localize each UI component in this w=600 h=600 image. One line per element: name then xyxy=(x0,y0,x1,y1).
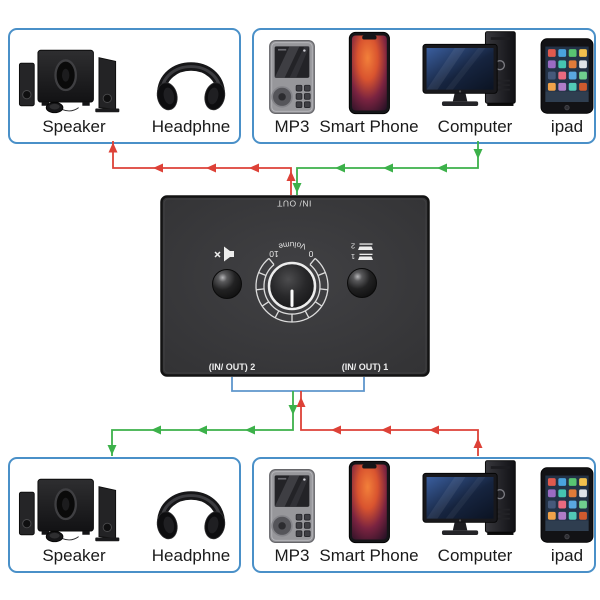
mp3-player-icon xyxy=(267,468,317,544)
in-out-rear-label: IN/ OUT xyxy=(277,199,312,209)
speaker-item: Speaker xyxy=(11,41,137,137)
arrowhead xyxy=(437,163,447,173)
smart-phone-icon xyxy=(347,460,391,544)
volume-label: Volume xyxy=(277,240,307,251)
speaker-label: Speaker xyxy=(42,117,106,137)
computer-icon xyxy=(418,29,532,115)
audio-source-box-top: MP3 Smart Phone Computer ipad xyxy=(252,28,596,144)
headphone-item: Headphne xyxy=(149,476,233,566)
arrowhead xyxy=(296,397,306,407)
arrowhead xyxy=(335,163,345,173)
port-2-label: (IN/ OUT) 2 xyxy=(209,362,256,372)
headphones-icon xyxy=(149,476,233,544)
speaker-system-icon xyxy=(11,41,137,115)
channel-selector-button: 1 2 xyxy=(347,242,377,298)
mp3-label: MP3 xyxy=(274,117,310,137)
ipad-label: ipad xyxy=(550,117,584,137)
headphone-label: Headphne xyxy=(151,546,231,566)
audio-switcher-device: IN/ OUT xyxy=(160,195,430,377)
arrowhead xyxy=(206,163,216,173)
arrowhead xyxy=(331,425,341,435)
audio-output-box-top: Speaker Headphne xyxy=(8,28,241,144)
arrowhead xyxy=(151,425,161,435)
mute-speaker-icon xyxy=(214,246,234,262)
smart-phone-item: Smart Phone xyxy=(319,460,419,566)
volume-knob: 10 0 Volume xyxy=(255,240,329,323)
computer-label: Computer xyxy=(437,117,513,137)
computer-icon xyxy=(418,458,532,544)
ipad-icon xyxy=(539,37,595,115)
ipad-label: ipad xyxy=(550,546,584,566)
ipad-icon xyxy=(539,466,595,544)
channel-selector-icon: 1 2 xyxy=(351,242,373,261)
arrowhead xyxy=(383,163,393,173)
computer-label: Computer xyxy=(437,546,513,566)
mp3-item: MP3 xyxy=(267,39,317,137)
audio-source-box-bottom: MP3 Smart Phone Computer ipad xyxy=(252,457,596,573)
mp3-item: MP3 xyxy=(267,468,317,566)
port-bracket-line xyxy=(231,377,365,392)
dial-max-label: 10 xyxy=(269,249,279,259)
speaker-label: Speaker xyxy=(42,546,106,566)
arrowhead xyxy=(107,445,117,455)
green-input-line-top xyxy=(292,141,483,195)
knob-scale-ticks xyxy=(256,257,328,322)
audio-output-box-bottom: Speaker Headphne xyxy=(8,457,241,573)
computer-item: Computer xyxy=(418,29,532,137)
red-input-line-bottom xyxy=(296,391,483,456)
ipad-item: ipad xyxy=(539,466,595,566)
red-output-line-top xyxy=(108,141,296,195)
port-1-label: (IN/ OUT) 1 xyxy=(342,362,389,372)
dial-min-label: 0 xyxy=(308,249,313,259)
green-output-line-bottom xyxy=(107,391,298,456)
headphone-label: Headphne xyxy=(151,117,231,137)
arrowhead xyxy=(245,425,255,435)
arrowhead xyxy=(292,183,302,193)
mute-button xyxy=(212,246,242,299)
smart-phone-icon xyxy=(347,31,391,115)
smart-phone-label: Smart Phone xyxy=(319,117,419,137)
arrowhead xyxy=(153,163,163,173)
arrowhead xyxy=(429,425,439,435)
mp3-label: MP3 xyxy=(274,546,310,566)
arrowhead xyxy=(288,405,298,415)
arrowhead xyxy=(473,438,483,448)
svg-text:Volume: Volume xyxy=(277,240,307,251)
speaker-item: Speaker xyxy=(11,470,137,566)
headphone-item: Headphne xyxy=(149,47,233,137)
smart-phone-label: Smart Phone xyxy=(319,546,419,566)
speaker-system-icon xyxy=(11,470,137,544)
arrowhead xyxy=(249,163,259,173)
headphones-icon xyxy=(149,47,233,115)
channel-2-label: 2 xyxy=(351,242,355,251)
computer-item: Computer xyxy=(418,458,532,566)
ipad-item: ipad xyxy=(539,37,595,137)
arrowhead xyxy=(197,425,207,435)
arrowhead xyxy=(108,142,118,153)
mp3-player-icon xyxy=(267,39,317,115)
arrowhead xyxy=(473,149,483,159)
channel-1-label: 1 xyxy=(351,252,355,261)
smart-phone-item: Smart Phone xyxy=(319,31,419,137)
arrowhead xyxy=(286,171,296,181)
arrowhead xyxy=(381,425,391,435)
